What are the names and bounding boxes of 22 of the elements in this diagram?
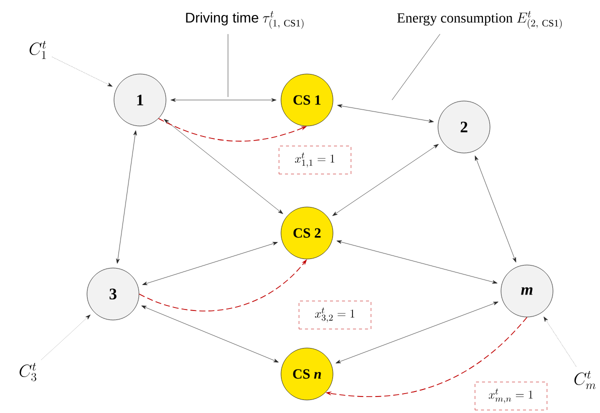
demand-arrow bbox=[544, 316, 576, 367]
arrow bbox=[474, 156, 516, 262]
arrow bbox=[141, 306, 279, 362]
arrow bbox=[164, 119, 284, 214]
assignment-box: $x^{t}_{1,1}=1$ bbox=[278, 146, 352, 174]
arrow bbox=[336, 240, 498, 284]
assignment-box: $x^{t}_{m,n}=1$ bbox=[474, 382, 548, 410]
demand-label: $C^{t}_{1}$ bbox=[30, 40, 46, 59]
leader-line bbox=[392, 34, 440, 100]
annotation-label: Energy consumption $E^{t}_{(2,\ \mathrm{CS1})}$ bbox=[397, 11, 562, 29]
arrow bbox=[336, 302, 498, 364]
demand-arrow bbox=[41, 314, 90, 360]
annotation-label: Driving time $\tau^{t}_{(1,\ \mathrm{CS1})}$ bbox=[186, 11, 304, 29]
arrow bbox=[332, 144, 439, 216]
arrow bbox=[337, 104, 434, 123]
arrow bbox=[170, 98, 276, 102]
assignment-box: $x^{t}_{3,2}=1$ bbox=[298, 300, 372, 330]
arrow bbox=[142, 242, 278, 286]
demand-arrow bbox=[52, 56, 113, 87]
arrow bbox=[116, 130, 137, 264]
demand-label: $C^{t}_{m}$ bbox=[574, 370, 596, 390]
demand-label: $C^{t}_{3}$ bbox=[20, 362, 36, 382]
